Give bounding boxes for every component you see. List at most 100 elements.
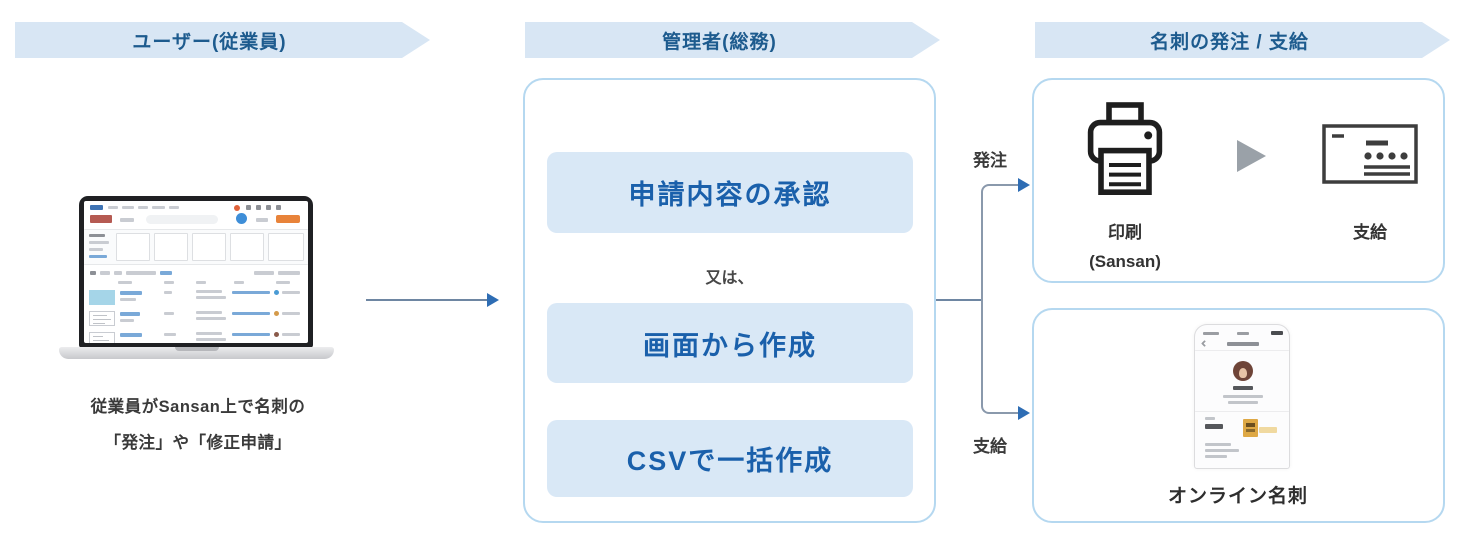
row-text-placeholder [120, 319, 134, 322]
primary-button-placeholder[interactable] [276, 215, 300, 223]
nav-icon-placeholder [266, 205, 271, 210]
business-card-icon [1322, 124, 1418, 184]
branch-stub-line [936, 299, 983, 301]
phone-company-placeholder [1205, 424, 1223, 429]
banner-admin-label: 管理者(総務) [662, 31, 777, 53]
search-button-placeholder[interactable] [236, 213, 247, 224]
laptop-screenshot [84, 201, 308, 343]
row-text-placeholder [282, 312, 300, 315]
arrow-user-to-admin-line [366, 299, 488, 301]
row-avatar-placeholder [274, 290, 279, 295]
phone-text-placeholder [1205, 449, 1239, 452]
laptop-base [59, 347, 334, 359]
filter-card[interactable] [230, 233, 264, 261]
option-create-csv: CSVで一括作成 [547, 420, 913, 497]
list-tool-placeholder [126, 271, 156, 275]
row-link-placeholder [232, 291, 270, 294]
print-sublabel: (Sansan) [1089, 252, 1161, 271]
row-link-placeholder [232, 312, 270, 315]
filter-label-placeholder [89, 248, 103, 251]
arrow-user-to-admin-head [487, 293, 499, 307]
online-card-label: オンライン名刺 [1167, 486, 1308, 507]
list-tool-placeholder [100, 271, 110, 275]
phone-text-placeholder [1205, 417, 1215, 420]
list-tool-placeholder [278, 271, 300, 275]
branch-elbow-bottom [981, 386, 1021, 414]
row-link-placeholder [232, 333, 270, 336]
filter-card[interactable] [154, 233, 188, 261]
filter-card[interactable] [116, 233, 150, 261]
filter-card[interactable] [268, 233, 304, 261]
row-name-placeholder [120, 291, 142, 295]
col-header-placeholder [118, 281, 132, 284]
col-header-placeholder [196, 281, 206, 284]
or-text: 又は、 [705, 270, 754, 287]
phone-divider [1195, 411, 1289, 412]
row-text-placeholder [120, 298, 136, 301]
option-create-csv-label: CSVで一括作成 [626, 446, 834, 476]
option-approve-label: 申請内容の承認 [628, 180, 832, 210]
row-text-placeholder [196, 338, 226, 341]
nav-item-placeholder [108, 206, 118, 209]
card-thumbnail[interactable] [89, 311, 115, 326]
nav-item-placeholder [138, 206, 148, 209]
row-text-placeholder [164, 312, 174, 315]
row-text-placeholder [282, 333, 300, 336]
phone-status-placeholder [1237, 332, 1249, 335]
card-thumbnail[interactable] [89, 332, 115, 343]
printer-icon [1087, 102, 1163, 195]
filter-link-placeholder [89, 255, 107, 258]
phone-text-placeholder [1228, 401, 1258, 404]
filter-label-placeholder [89, 241, 109, 244]
search-input-placeholder[interactable] [146, 215, 218, 224]
list-tool-placeholder [254, 271, 274, 275]
toolbar-text-placeholder [256, 218, 268, 222]
nav-item-placeholder [169, 206, 179, 209]
phone-text-placeholder [1205, 455, 1227, 458]
arrow-supply-head [1018, 406, 1030, 420]
row-name-placeholder [120, 312, 140, 316]
col-header-placeholder [234, 281, 244, 284]
branch-elbow-top [981, 184, 1021, 212]
user-caption-line2: 「発注」や「修正申請」 [104, 434, 292, 452]
row-name-placeholder [120, 333, 142, 337]
tab-placeholder [120, 218, 134, 222]
list-tool-placeholder [114, 271, 122, 275]
avatar [1233, 361, 1253, 381]
phone-status-placeholder [1203, 332, 1219, 335]
card-thumbnail[interactable] [89, 290, 115, 305]
row-text-placeholder [196, 296, 226, 299]
branch-label-supply: 支給 [973, 437, 1007, 456]
col-header-placeholder [164, 281, 174, 284]
row-text-placeholder [164, 333, 176, 336]
row-text-placeholder [282, 291, 300, 294]
option-create-screen: 画面から作成 [547, 303, 913, 383]
col-header-placeholder [276, 281, 290, 284]
phone-battery-placeholder [1271, 331, 1283, 335]
print-label: 印刷 [1108, 223, 1142, 242]
notification-dot [234, 205, 240, 211]
branch-vertical-line [981, 210, 983, 388]
filter-label-placeholder [89, 234, 105, 237]
nav-item-placeholder [122, 206, 134, 209]
banner-user: ユーザー(従業員) [15, 22, 430, 58]
row-text-placeholder [196, 317, 226, 320]
company-logo-placeholder [1243, 419, 1258, 437]
nav-icon-placeholder [246, 205, 251, 210]
phone-text-placeholder [1223, 395, 1263, 398]
branch-label-order: 発注 [973, 151, 1007, 170]
row-text-placeholder [164, 291, 172, 294]
logo-block [90, 215, 112, 223]
phone-back-icon[interactable] [1200, 339, 1209, 348]
option-create-screen-label: 画面から作成 [643, 330, 817, 361]
banner-output-label: 名刺の発注 / 支給 [1150, 31, 1309, 53]
banner-admin: 管理者(総務) [525, 22, 940, 58]
play-triangle-icon [1237, 140, 1266, 172]
arrow-order-head [1018, 178, 1030, 192]
phone-title-placeholder [1227, 342, 1259, 346]
filter-card[interactable] [192, 233, 226, 261]
row-avatar-placeholder [274, 332, 279, 337]
list-tool-placeholder [90, 271, 96, 275]
row-avatar-placeholder [274, 311, 279, 316]
